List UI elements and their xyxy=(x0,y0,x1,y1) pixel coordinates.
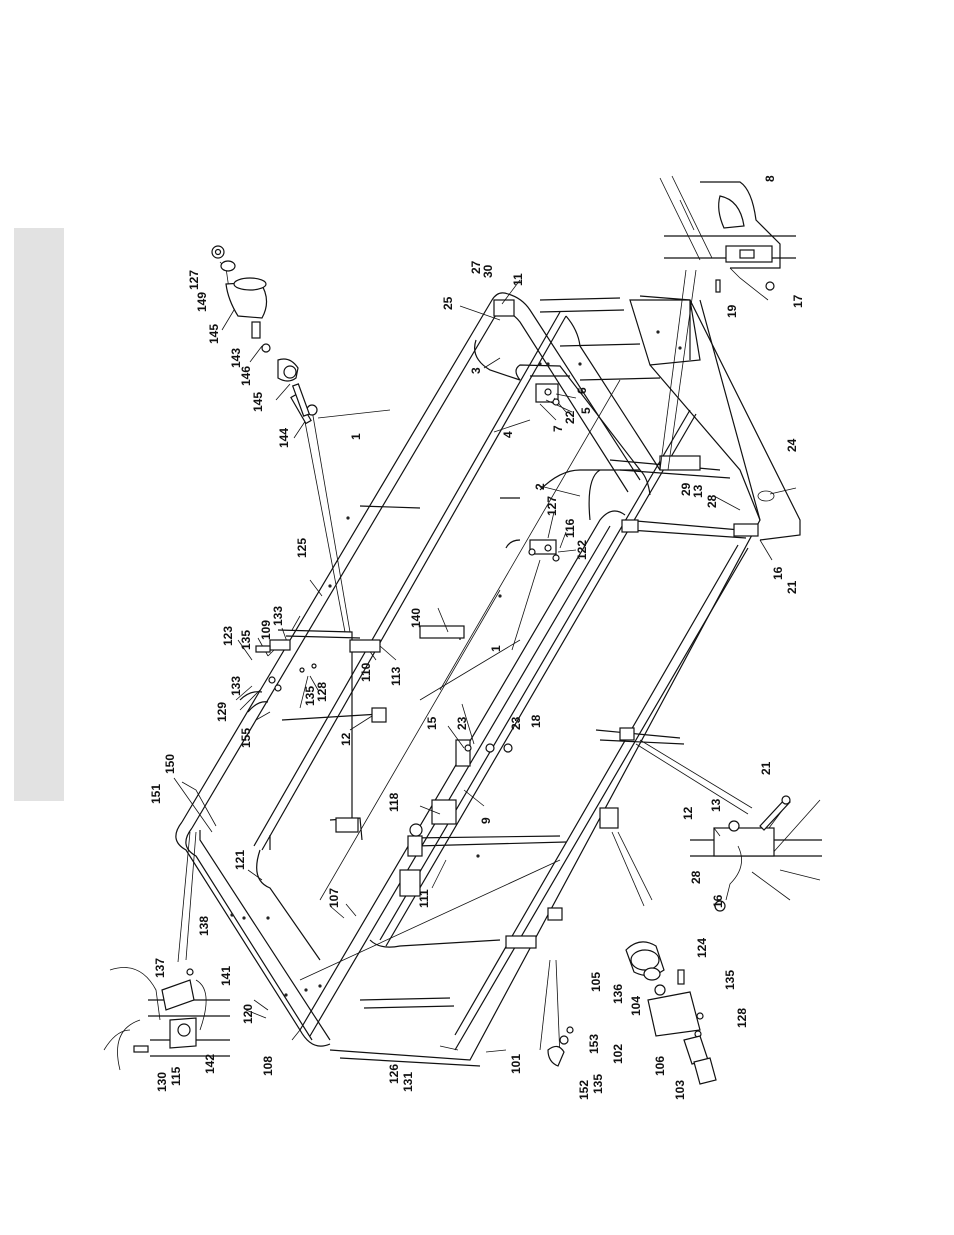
callout-5: 5 xyxy=(579,407,593,414)
callout-140: 140 xyxy=(409,608,423,628)
callout-110: 110 xyxy=(359,662,373,682)
callout-135-a: 135 xyxy=(239,630,253,650)
callout-111: 111 xyxy=(417,889,431,908)
callout-29: 29 xyxy=(679,482,693,496)
callout-128-bottom: 128 xyxy=(735,1008,749,1028)
callout-129: 129 xyxy=(215,702,229,722)
callout-131: 131 xyxy=(401,1072,415,1092)
callout-133-b: 133 xyxy=(229,676,243,696)
callout-23-b: 23 xyxy=(509,716,523,730)
callout-7: 7 xyxy=(551,425,565,432)
callout-12-inset: 12 xyxy=(681,806,695,820)
callout-101: 101 xyxy=(509,1054,523,1074)
callout-107: 107 xyxy=(327,888,341,908)
callout-8: 8 xyxy=(763,175,777,182)
callout-145-bottom: 145 xyxy=(251,392,265,412)
callout-135-d: 135 xyxy=(723,970,737,990)
callout-28-inset: 28 xyxy=(689,870,703,884)
callout-21-frame: 21 xyxy=(785,580,799,594)
callout-21-inset: 21 xyxy=(759,761,773,775)
callout-102: 102 xyxy=(611,1044,625,1064)
callout-2: 2 xyxy=(533,483,547,490)
callout-115: 115 xyxy=(169,1066,183,1086)
callout-106: 106 xyxy=(653,1056,667,1076)
callout-151: 151 xyxy=(149,784,163,804)
callout-135-b: 135 xyxy=(303,686,317,706)
callout-28-frame: 28 xyxy=(705,494,719,508)
callout-142: 142 xyxy=(203,1054,217,1074)
callout-6: 6 xyxy=(575,387,589,394)
callout-13-frame: 13 xyxy=(691,484,705,498)
callout-113: 113 xyxy=(389,666,403,686)
inset-top-right xyxy=(660,176,796,300)
callout-24: 24 xyxy=(785,438,799,452)
callout-108: 108 xyxy=(261,1056,275,1076)
callout-116: 116 xyxy=(563,518,577,538)
callout-127-mid: 127 xyxy=(545,496,559,516)
callout-11: 11 xyxy=(511,273,525,286)
callout-104: 104 xyxy=(629,996,643,1016)
callout-16-frame: 16 xyxy=(771,566,785,580)
callout-18: 18 xyxy=(529,714,543,728)
callout-145-top: 145 xyxy=(207,324,221,344)
callout-23-a: 23 xyxy=(455,716,469,730)
callout-126: 126 xyxy=(387,1064,401,1084)
callout-1-top: 1 xyxy=(349,433,363,440)
callout-103: 103 xyxy=(673,1080,687,1100)
callout-130: 130 xyxy=(155,1072,169,1092)
callout-136: 136 xyxy=(611,984,625,1004)
callout-124: 124 xyxy=(695,938,709,958)
callout-17: 17 xyxy=(791,294,805,308)
callout-123: 123 xyxy=(221,626,235,646)
callout-4: 4 xyxy=(501,431,515,438)
callout-146: 146 xyxy=(239,366,253,386)
callout-127-top: 127 xyxy=(187,270,201,290)
callout-105: 105 xyxy=(589,972,603,992)
callout-19: 19 xyxy=(725,304,739,318)
callout-128-mid: 128 xyxy=(315,682,329,702)
callout-120: 120 xyxy=(241,1004,255,1024)
callout-13-inset: 13 xyxy=(709,798,723,812)
callout-30: 30 xyxy=(481,264,495,278)
callout-137: 137 xyxy=(153,958,167,978)
callout-149: 149 xyxy=(195,292,209,312)
callout-135-c: 135 xyxy=(591,1074,605,1094)
callout-152: 152 xyxy=(577,1080,591,1100)
callout-125: 125 xyxy=(295,538,309,558)
callout-15: 15 xyxy=(425,716,439,730)
callout-138: 138 xyxy=(197,916,211,936)
callout-9: 9 xyxy=(479,817,493,824)
wheel-assembly-top xyxy=(212,246,309,416)
callout-121: 121 xyxy=(233,850,247,870)
callout-25: 25 xyxy=(441,296,455,310)
inset-bottom-right xyxy=(690,796,822,911)
callout-118: 118 xyxy=(387,792,401,812)
callout-1-mid: 1 xyxy=(489,645,503,652)
callout-133-a: 133 xyxy=(271,606,285,626)
callout-144: 144 xyxy=(277,428,291,448)
callout-16-inset: 16 xyxy=(711,894,725,908)
callout-122: 122 xyxy=(575,540,589,560)
callout-150: 150 xyxy=(163,754,177,774)
callout-153: 153 xyxy=(587,1034,601,1054)
callout-22: 22 xyxy=(563,410,577,424)
callout-12-frame: 12 xyxy=(339,732,353,746)
callout-155: 155 xyxy=(239,728,253,748)
callout-3: 3 xyxy=(469,367,483,374)
callout-141: 141 xyxy=(219,966,233,986)
callout-143: 143 xyxy=(229,348,243,368)
